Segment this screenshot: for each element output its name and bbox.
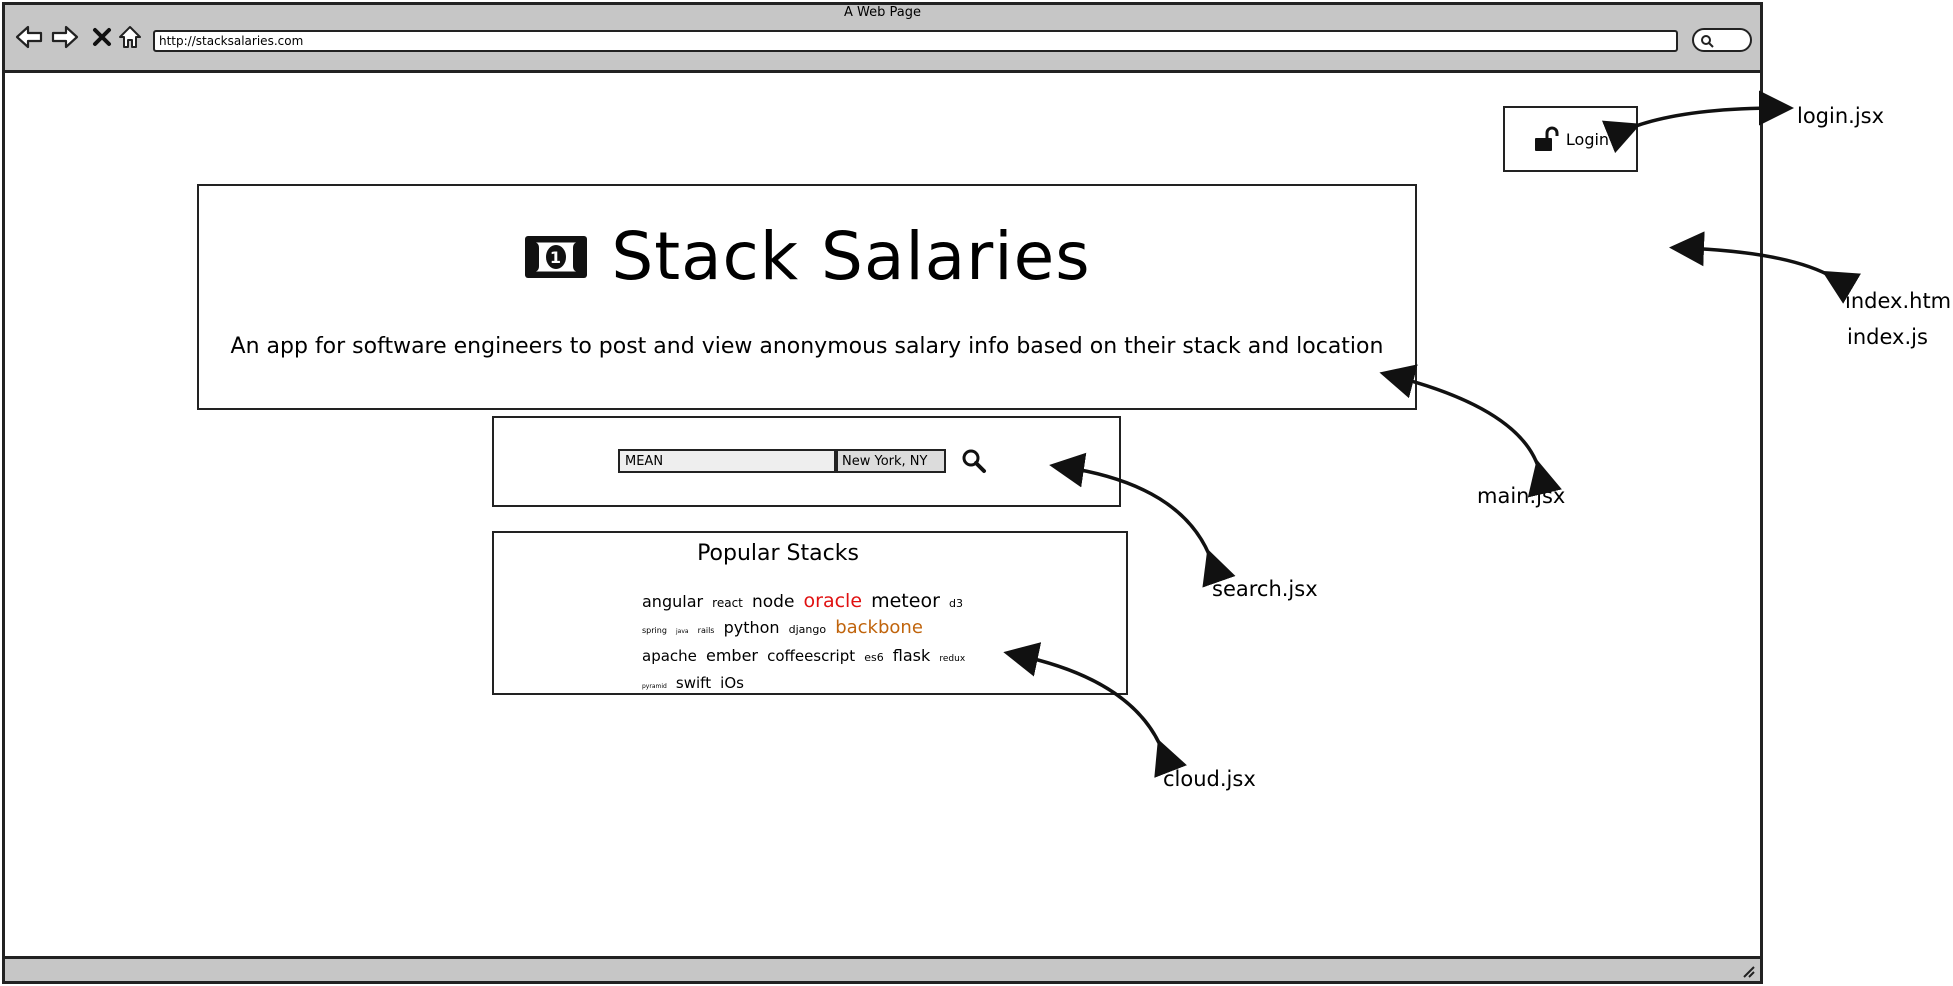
stack-tag-backbone[interactable]: backbone [835,617,923,638]
money-bill-icon: 1 [525,235,588,278]
main-header: 1 Stack Salaries An app for software eng… [197,184,1417,410]
stack-tag-swift[interactable]: swift [675,674,712,692]
stack-tag-flask[interactable]: flask [892,646,931,665]
stack-tag-coffeescript[interactable]: coffeescript [767,647,856,665]
annotation-cloud: cloud.jsx [1163,767,1256,791]
page-title: Stack Salaries [611,218,1091,295]
login-label: Login [1565,129,1610,149]
annotation-index-js: index.js [1847,325,1928,349]
search-icon [962,449,986,473]
stack-tag-redux[interactable]: redux [939,654,966,664]
home-icon[interactable] [115,22,145,52]
stack-tag-meteor[interactable]: meteor [871,590,940,612]
search-button[interactable] [959,446,989,476]
url-bar[interactable]: http://stacksalaries.com [153,30,1678,52]
search-icon [1701,35,1714,48]
stack-tag-angular[interactable]: angular [642,592,704,611]
stack-tag-spring[interactable]: spring [642,626,667,635]
stack-search-input[interactable]: MEAN [618,449,836,473]
close-icon[interactable] [87,22,117,52]
tagline: An app for software engineers to post an… [230,334,1384,359]
login-button[interactable]: Login [1503,106,1638,172]
forward-arrow-icon[interactable] [50,22,80,52]
stack-tag-ios[interactable]: iOs [720,674,744,692]
svg-text:1: 1 [550,248,562,267]
stack-tag-es6[interactable]: es6 [864,651,884,664]
app-title-row: 1 Stack Salaries [199,218,1415,295]
browser-search-field[interactable] [1692,28,1752,52]
stack-tag-d3[interactable]: d3 [948,597,963,610]
stack-tag-rails[interactable]: rails [697,626,715,635]
stack-tag-ember[interactable]: ember [705,646,758,665]
word-cloud: angular react node oracle meteor d3 spri… [642,589,982,699]
stack-tag-apache[interactable]: apache [642,647,697,665]
search-panel: MEAN New York, NY [492,416,1121,507]
stack-tag-pyramid[interactable]: pyramid [642,683,667,690]
back-arrow-icon[interactable] [14,22,44,52]
annotation-login: login.jsx [1797,104,1885,128]
location-select[interactable]: New York, NY [836,449,946,473]
window-title: A Web Page [844,5,921,20]
popular-stacks-panel: Popular Stacks angular react node oracle… [492,531,1128,695]
unlocked-lock-icon [1534,126,1559,151]
stack-tag-react[interactable]: react [712,596,743,610]
stack-tag-django[interactable]: django [788,623,827,636]
stack-tag-python[interactable]: python [723,618,780,637]
resize-grip-icon[interactable] [1740,963,1756,979]
stack-tag-node[interactable]: node [751,592,795,612]
popular-stacks-title: Popular Stacks [697,541,859,566]
annotation-search: search.jsx [1212,577,1318,601]
stack-tag-java[interactable]: java [676,628,689,635]
annotation-main: main.jsx [1477,484,1566,508]
annotation-index-html: index.html [1845,289,1953,313]
stack-tag-oracle[interactable]: oracle [803,590,863,612]
browser-status-bar [2,956,1763,984]
